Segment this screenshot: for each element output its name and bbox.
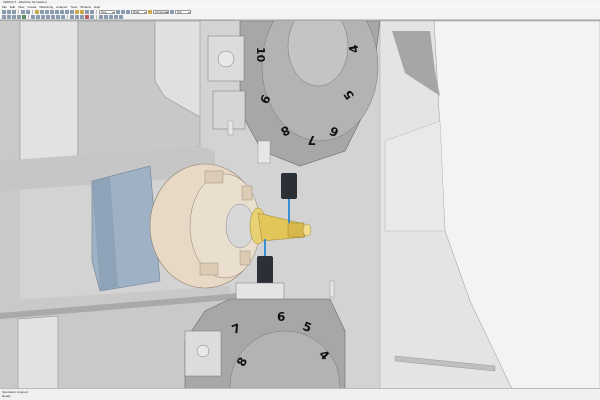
tool-select[interactable]: Tool: [175, 10, 191, 14]
menu-tools[interactable]: Tools: [70, 4, 78, 9]
color-icon[interactable]: [148, 10, 152, 14]
toolbar-divider: [18, 10, 19, 14]
model-icon[interactable]: [35, 10, 39, 14]
stock-icon[interactable]: [55, 10, 59, 14]
component-icon[interactable]: [40, 10, 44, 14]
svg-text:10: 10: [254, 47, 267, 63]
mode-select[interactable]: Mode: [131, 10, 147, 14]
project-tree-icon[interactable]: [45, 10, 49, 14]
report-icon[interactable]: [90, 15, 94, 19]
tool-icon[interactable]: [75, 10, 79, 14]
title-bar: VERICUT - [Machine Simulation]: [0, 0, 600, 4]
menu-machining[interactable]: Machining: [39, 4, 54, 9]
measure-icon[interactable]: [75, 15, 79, 19]
filter-icon[interactable]: [170, 10, 174, 14]
print-icon[interactable]: [21, 10, 25, 14]
log-icon[interactable]: [109, 15, 113, 19]
menu-help[interactable]: Help: [94, 4, 101, 9]
machine-scene: 10 9 8 7 6 5 4 7 6 5 4: [0, 21, 600, 388]
open-icon[interactable]: [7, 10, 11, 14]
step-icon[interactable]: [12, 15, 16, 19]
rewind-icon[interactable]: [7, 15, 11, 19]
inspect-icon[interactable]: [104, 15, 108, 19]
svg-text:7: 7: [308, 133, 316, 147]
pan-icon[interactable]: [51, 15, 55, 19]
pause-icon[interactable]: [17, 15, 21, 19]
main-toolbar: View Mode Component Tool: [0, 9, 600, 15]
record-icon[interactable]: [119, 15, 123, 19]
svg-text:6: 6: [277, 310, 285, 324]
toolbar-divider: [96, 15, 97, 19]
tool-manager-icon[interactable]: [80, 10, 84, 14]
compare-icon[interactable]: [80, 15, 84, 19]
3d-viewport[interactable]: 10 9 8 7 6 5 4 7 6 5 4: [0, 20, 600, 388]
zoom-window-icon[interactable]: [61, 15, 65, 19]
menu-analysis[interactable]: Analysis: [56, 4, 68, 9]
fit-icon[interactable]: [121, 10, 125, 14]
design-icon[interactable]: [65, 10, 69, 14]
toolbar-divider: [67, 15, 68, 19]
menu-bar: File Edit View Create Machining Analysis…: [0, 4, 600, 9]
component-select[interactable]: Component: [153, 10, 169, 14]
window-title: VERICUT - [Machine Simulation]: [3, 0, 47, 4]
menu-view[interactable]: View: [18, 4, 25, 9]
toolbar-divider: [96, 10, 97, 14]
toolbar-divider: [32, 10, 33, 14]
collision-icon[interactable]: [85, 15, 89, 19]
rotate-icon[interactable]: [126, 10, 130, 14]
add-icon[interactable]: [70, 10, 74, 14]
section-icon[interactable]: [70, 15, 74, 19]
fixture-icon[interactable]: [60, 10, 64, 14]
upper-turret: 10 9 8 7 6 5 4: [239, 21, 381, 167]
view-top-icon[interactable]: [41, 15, 45, 19]
optimize-icon[interactable]: [99, 15, 103, 19]
view-select[interactable]: View: [99, 10, 115, 14]
svg-text:4: 4: [346, 43, 361, 54]
view-front-icon[interactable]: [36, 15, 40, 19]
new-icon[interactable]: [2, 10, 6, 14]
view-side-icon[interactable]: [46, 15, 50, 19]
menu-create[interactable]: Create: [27, 4, 37, 9]
menu-file[interactable]: File: [2, 4, 7, 9]
view-iso-icon[interactable]: [31, 15, 35, 19]
lower-turret: 7 6 5 4 8: [184, 282, 346, 388]
playback-icon[interactable]: [114, 15, 118, 19]
save-icon[interactable]: [12, 10, 16, 14]
menu-window[interactable]: Window: [80, 4, 92, 9]
play-icon[interactable]: [22, 15, 26, 19]
zoom-icon[interactable]: [116, 10, 120, 14]
menu-edit[interactable]: Edit: [9, 4, 16, 9]
status-line-2: Ready: [2, 394, 11, 398]
status-bar: Simulation stopped Ready: [0, 388, 600, 400]
toolbar-divider: [28, 15, 29, 19]
dynamic-rotate-icon[interactable]: [56, 15, 60, 19]
reset-icon[interactable]: [2, 15, 6, 19]
settings-icon[interactable]: [90, 10, 94, 14]
nc-program-icon[interactable]: [85, 10, 89, 14]
secondary-toolbar: [0, 15, 600, 20]
status-line-1: Simulation stopped: [2, 390, 28, 394]
layout-icon[interactable]: [26, 10, 30, 14]
setup-icon[interactable]: [50, 10, 54, 14]
